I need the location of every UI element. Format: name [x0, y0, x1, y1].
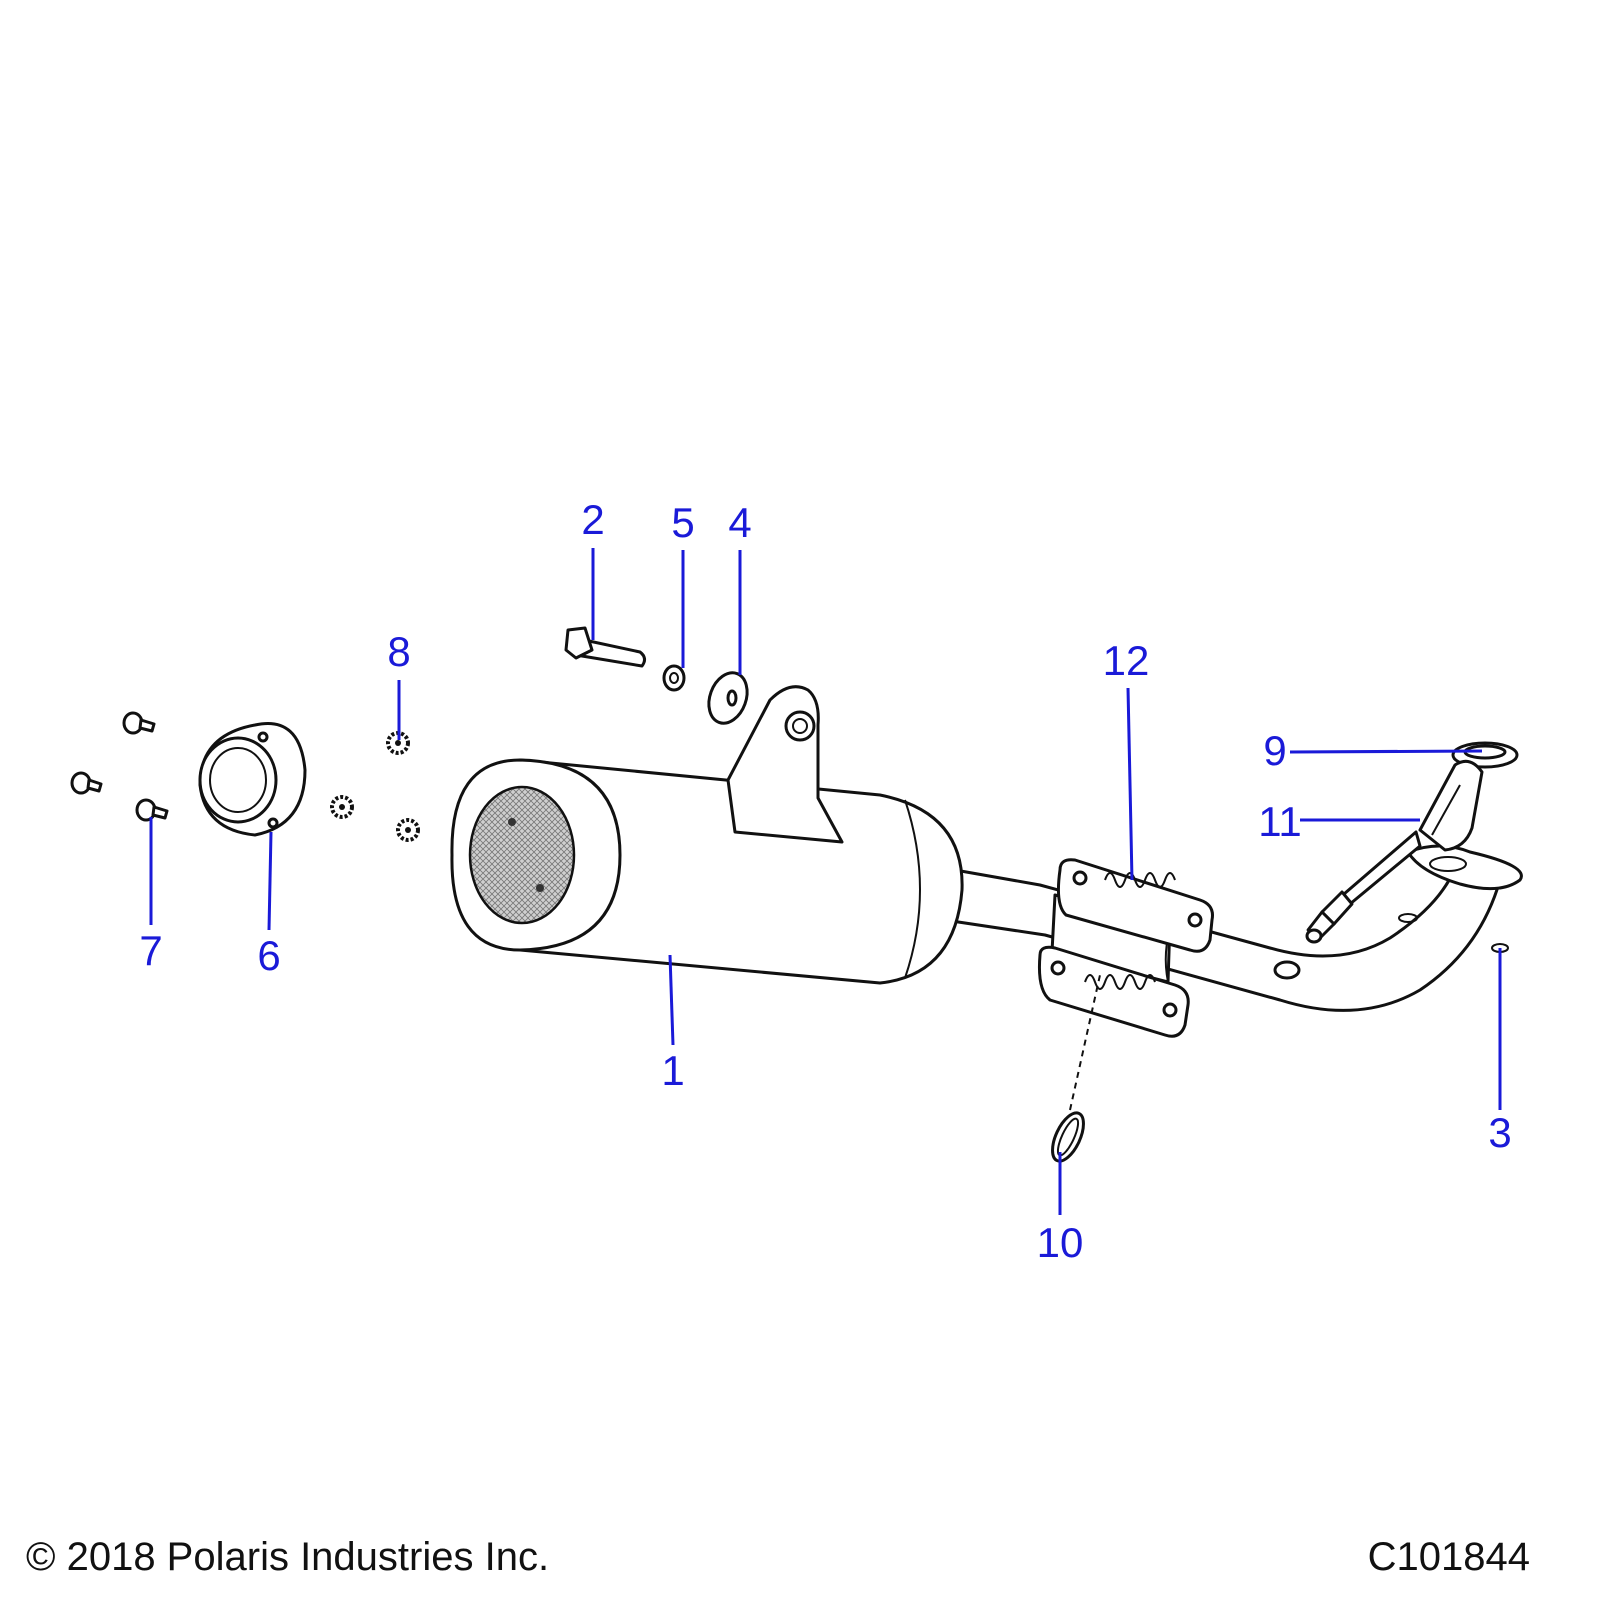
leader-1 — [668, 954, 675, 1046]
callout-5: 5 — [671, 499, 694, 546]
muffler — [450, 758, 964, 985]
exhaust-springs — [1084, 872, 1176, 990]
callout-numbers: 1 2 3 4 5 6 7 8 9 10 11 12 — [139, 496, 1511, 1266]
star-nuts — [330, 731, 420, 842]
leader-6 — [267, 831, 273, 931]
star-nut-2 — [330, 795, 354, 819]
callout-2: 2 — [581, 496, 604, 543]
grommet — [662, 664, 686, 692]
callout-8: 8 — [387, 628, 410, 675]
screw-top — [122, 711, 156, 735]
spark-arrestor-cap — [198, 722, 307, 837]
copyright-notice: © 2018 Polaris Industries Inc. — [26, 1535, 550, 1579]
mount-bolt — [564, 626, 647, 668]
star-nut-3 — [396, 818, 420, 842]
spring-flanges — [1038, 858, 1214, 1038]
seal-ring — [1051, 974, 1101, 1163]
callout-7: 7 — [139, 927, 162, 974]
head-pipe — [943, 844, 1523, 1012]
callout-6: 6 — [257, 932, 280, 979]
callout-9: 9 — [1263, 727, 1286, 774]
leader-9 — [1289, 749, 1483, 754]
callout-3: 3 — [1488, 1109, 1511, 1156]
oxygen-sensor — [1305, 759, 1484, 944]
screw-left — [70, 771, 103, 795]
callout-10: 10 — [1037, 1219, 1084, 1266]
callout-4: 4 — [728, 499, 751, 546]
washer — [707, 671, 749, 725]
end-cap-screws — [70, 711, 169, 822]
callout-12: 12 — [1103, 637, 1150, 684]
callout-11: 11 — [1258, 798, 1302, 845]
muffler-mount-bracket — [726, 685, 844, 844]
callout-1: 1 — [661, 1047, 684, 1094]
figure-id: C101844 — [1367, 1535, 1530, 1579]
leader-lines — [149, 548, 1502, 1215]
screw-bottom — [135, 798, 169, 822]
grommet-hole — [669, 672, 679, 684]
leader-12 — [1126, 687, 1134, 881]
